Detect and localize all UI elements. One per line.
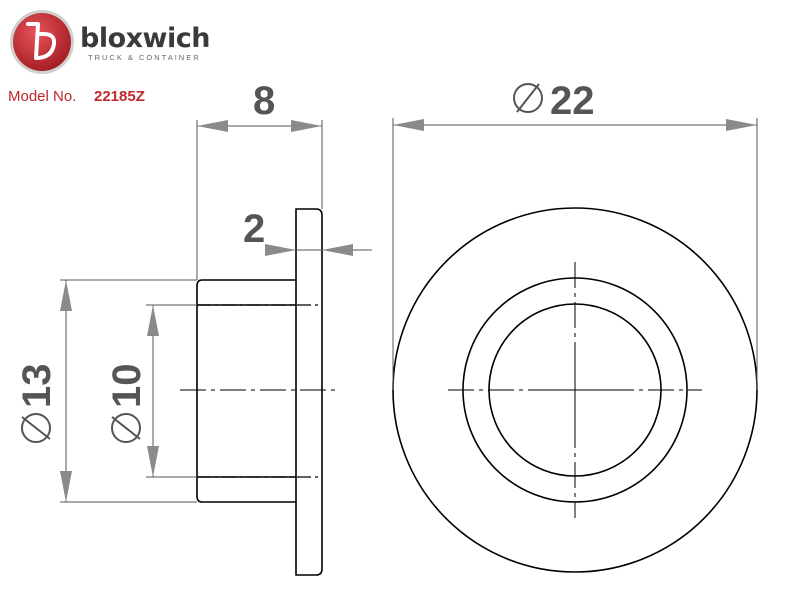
dimension-flange-thickness: 2 xyxy=(243,207,372,256)
side-view: 8 2 13 xyxy=(15,79,372,576)
dimension-outer-diameter-value: 22 xyxy=(550,79,595,123)
front-view: 22 xyxy=(392,79,758,573)
dimension-inner-diameter-value: 10 xyxy=(105,364,149,409)
brand-logo: bloxwich TRUCK & CONTAINER xyxy=(10,10,210,74)
dimension-inner-diameter: 10 xyxy=(105,304,197,478)
flange-outline xyxy=(295,208,323,576)
model-number-value: 22185Z xyxy=(94,88,145,105)
brand-name: bloxwich xyxy=(80,23,210,54)
brand-tagline: TRUCK & CONTAINER xyxy=(88,53,201,62)
dimension-outer-diameter: 22 xyxy=(392,79,758,390)
dimension-length-value: 8 xyxy=(253,79,275,123)
dimension-bore-outer-diameter: 13 xyxy=(15,279,197,503)
model-number: Model No. 22185Z xyxy=(8,88,145,105)
dimension-length: 8 xyxy=(196,79,323,280)
dimension-bore-outer-diameter-value: 13 xyxy=(15,364,59,409)
model-label: Model No. xyxy=(8,88,76,105)
hub-outline xyxy=(196,279,296,503)
dimension-flange-thickness-value: 2 xyxy=(243,207,265,251)
bloxwich-logo-icon xyxy=(13,13,71,71)
